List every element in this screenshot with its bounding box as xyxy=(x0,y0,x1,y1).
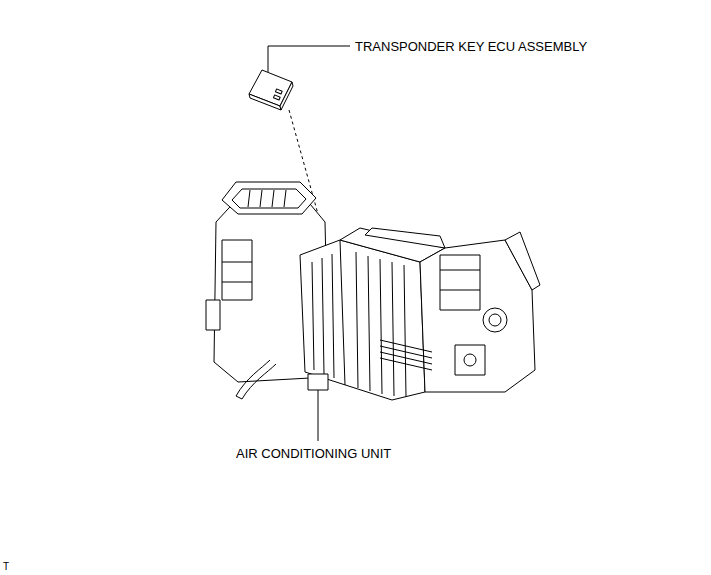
part-label: TRANSPONDER KEY ECU ASSEMBLY xyxy=(355,39,587,54)
figure-mark: T xyxy=(3,561,9,573)
leader-line xyxy=(268,46,350,72)
part-label: AIR CONDITIONING UNIT xyxy=(236,446,391,461)
leader-line xyxy=(318,390,319,441)
ac-unit-drawing xyxy=(206,182,540,400)
ecu-drawing xyxy=(249,70,293,110)
